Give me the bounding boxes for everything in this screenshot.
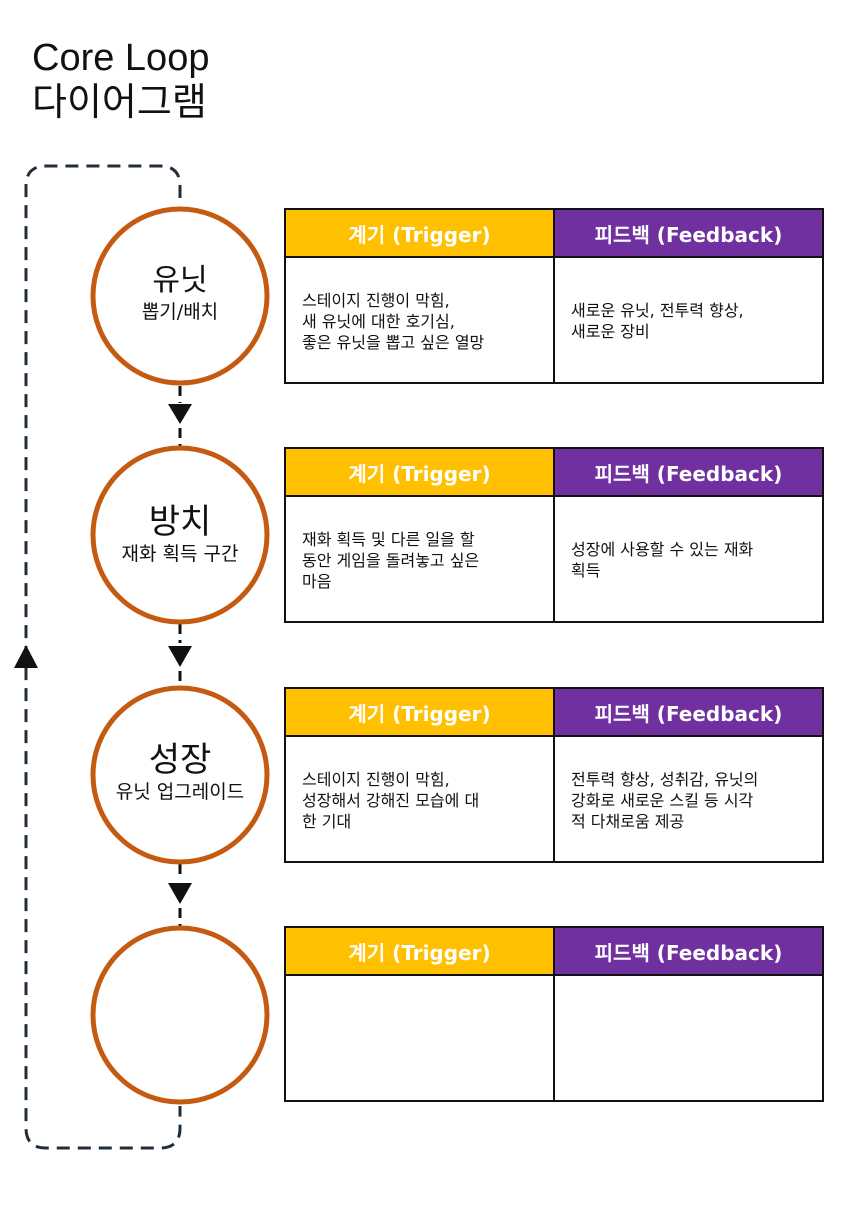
- down-arrow-icon: [168, 404, 192, 424]
- trigger-cell: 스테이지 진행이 막힘, 성장해서 강해진 모습에 대 한 기대: [286, 737, 555, 863]
- stage-circle-3: [90, 685, 270, 865]
- down-arrow-icon: [168, 646, 192, 667]
- connector-3: [168, 864, 192, 926]
- trigger-header: 계기 (Trigger): [286, 210, 555, 256]
- loop-up-arrow-icon: [14, 645, 38, 668]
- stage-circle-2: [90, 445, 270, 625]
- title-line-1: Core Loop: [32, 37, 210, 79]
- feedback-cell: 성장에 사용할 수 있는 재화 획득: [571, 540, 754, 580]
- feedback-header: 피드백 (Feedback): [555, 210, 822, 256]
- stage-2-subtitle: 재화 획득 구간: [121, 543, 239, 565]
- stage-3-subtitle: 유닛 업그레이드: [115, 781, 245, 803]
- feedback-cell: [555, 976, 822, 1102]
- feedback-header: 피드백 (Feedback): [555, 928, 822, 974]
- stage-2-table: 계기 (Trigger) 피드백 (Feedback) 재화 획득 및 다른 일…: [284, 447, 824, 623]
- stage-1-label: 유닛 뽑기/배치: [92, 262, 268, 324]
- stage-3-table: 계기 (Trigger) 피드백 (Feedback) 스테이지 진행이 막힘,…: [284, 687, 824, 863]
- title-line-2: 다이어그램: [32, 80, 207, 124]
- stage-2-title: 방치: [148, 502, 212, 542]
- feedback-cell: 전투력 향상, 성취감, 유닛의 강화로 새로운 스킬 등 시각 적 다채로움 …: [571, 769, 759, 831]
- stage-1-subtitle: 뽑기/배치: [141, 301, 219, 323]
- feedback-header: 피드백 (Feedback): [555, 689, 822, 735]
- stage-circle-1: [90, 206, 270, 386]
- stage-circle-4: [90, 925, 270, 1105]
- diagram-title: Core Loop 다이어그램: [32, 36, 209, 124]
- stage-3-label: 성장 유닛 업그레이드: [92, 740, 268, 804]
- feedback-cell: 새로운 유닛, 전투력 향상, 새로운 장비: [571, 301, 744, 341]
- connector-2: [168, 624, 192, 686]
- stage-4-table: 계기 (Trigger) 피드백 (Feedback): [284, 926, 824, 1102]
- stage-1-title: 유닛: [152, 263, 208, 298]
- feedback-header: 피드백 (Feedback): [555, 449, 822, 495]
- stage-2-label: 방치 재화 획득 구간: [92, 502, 268, 566]
- trigger-cell: 재화 획득 및 다른 일을 할 동안 게임을 돌려놓고 싶은 마음: [286, 497, 555, 623]
- stage-3-title: 성장: [148, 740, 212, 780]
- trigger-header: 계기 (Trigger): [286, 689, 555, 735]
- trigger-header: 계기 (Trigger): [286, 449, 555, 495]
- trigger-header: 계기 (Trigger): [286, 928, 555, 974]
- down-arrow-icon: [168, 883, 192, 904]
- trigger-cell: 스테이지 진행이 막힘, 새 유닛에 대한 호기심, 좋은 유닛을 뽑고 싶은 …: [286, 258, 555, 384]
- stage-1-table: 계기 (Trigger) 피드백 (Feedback) 스테이지 진행이 막힘,…: [284, 208, 824, 384]
- trigger-cell: [286, 976, 555, 1102]
- connector-1: [168, 386, 192, 447]
